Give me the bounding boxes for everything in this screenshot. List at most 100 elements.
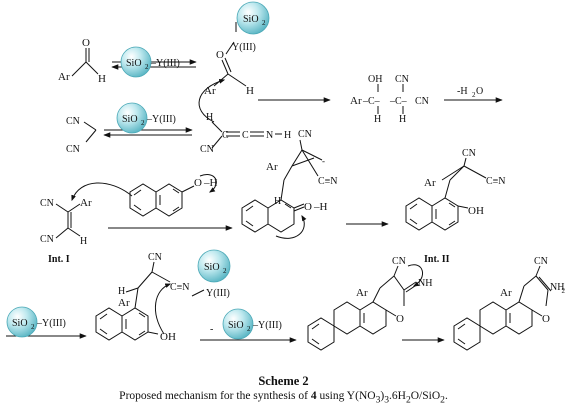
svg-text:2: 2 [472, 91, 476, 99]
svg-text:CN: CN [534, 256, 548, 267]
svg-text:–Y(III): –Y(III) [150, 58, 180, 69]
svg-text:CN: CN [395, 74, 409, 85]
curved-arrow-tautomer [275, 214, 307, 239]
silica-sphere-row3-mid: SiO 2 [197, 249, 231, 283]
svg-text:OH: OH [160, 331, 176, 343]
svg-text:CN: CN [298, 129, 312, 140]
svg-text:2: 2 [562, 287, 566, 295]
curved-arrow-attack [198, 79, 226, 123]
equilibrium-arrow-2 [103, 127, 193, 138]
svg-text:H: H [98, 73, 106, 85]
svg-text:O: O [82, 37, 90, 49]
svg-text:C≡N: C≡N [318, 176, 338, 187]
curved-arrow-naphthol [199, 174, 217, 193]
svg-text:OH: OH [468, 205, 484, 217]
svg-text:SiO: SiO [228, 320, 244, 331]
silica-sphere-top: SiO 2 [236, 1, 270, 35]
svg-text:CN: CN [392, 256, 406, 267]
svg-text:Ar: Ar [118, 297, 130, 309]
naphthol-structure [129, 183, 195, 217]
silica-sphere-row1: SiO 2 –Y(III) [120, 46, 180, 78]
svg-text:SiO: SiO [243, 14, 259, 25]
svg-text:O: O [216, 49, 224, 61]
svg-text:CN: CN [40, 234, 54, 245]
svg-text:–Y(III): –Y(III) [36, 318, 66, 329]
svg-text:H: H [118, 286, 125, 297]
curved-arrow-michael [71, 182, 133, 202]
svg-text:Ar: Ar [80, 197, 92, 209]
svg-text:2: 2 [223, 267, 227, 275]
int1-structure [55, 203, 81, 239]
svg-text:–Y(III): –Y(III) [146, 114, 176, 125]
ketenimine-structure [211, 121, 282, 149]
svg-text:C≡N: C≡N [170, 282, 190, 293]
svg-text:OH: OH [368, 74, 382, 85]
svg-text:SiO: SiO [204, 262, 220, 273]
svg-text:–C–: –C– [362, 96, 381, 107]
svg-text:H: H [246, 85, 254, 97]
svg-text:Ar: Ar [356, 287, 368, 299]
svg-text:CN: CN [40, 198, 54, 209]
svg-text:Ar: Ar [424, 177, 436, 189]
svg-text:-: - [210, 324, 213, 335]
svg-text:Ar: Ar [500, 287, 512, 299]
int2-structure [405, 157, 487, 231]
svg-text:–Y(III): –Y(III) [252, 320, 282, 331]
scheme-title: Scheme 2 [258, 374, 309, 388]
svg-text:H: H [399, 114, 406, 125]
svg-text:NH: NH [550, 282, 564, 293]
svg-text:O: O [304, 201, 312, 213]
svg-text:SiO: SiO [12, 318, 28, 329]
svg-text:–H: –H [313, 201, 328, 213]
svg-text:H: H [284, 130, 291, 141]
silica-sphere-row3-left: SiO 2 –Y(III) [6, 306, 66, 338]
imine-structure [307, 265, 419, 351]
svg-text:–C–: –C– [389, 96, 408, 107]
svg-text:2: 2 [31, 323, 35, 331]
svg-text:Ar: Ar [58, 71, 70, 83]
svg-text:H: H [374, 114, 381, 125]
svg-text:H: H [80, 236, 87, 247]
svg-text:H: H [274, 196, 281, 207]
svg-text:2: 2 [262, 19, 266, 27]
curved-arrow-proton [407, 264, 423, 287]
scheme-caption: Proposed mechanism for the synthesis of … [119, 390, 448, 406]
svg-text:Ar: Ar [266, 161, 278, 173]
silica-sphere-row3-release: SiO 2 –Y(III) [222, 308, 282, 340]
svg-text:C: C [222, 130, 229, 141]
svg-text:2: 2 [141, 119, 145, 127]
svg-text:CN: CN [66, 116, 80, 127]
svg-text:CN: CN [200, 144, 214, 155]
svg-text:–H: –H [203, 177, 218, 189]
svg-text:O: O [194, 177, 202, 189]
svg-text:Y(III): Y(III) [232, 42, 256, 53]
svg-text:CN: CN [66, 144, 80, 155]
silica-sphere-row1b: SiO 2 –Y(III) [116, 102, 176, 134]
product-structure [453, 265, 552, 351]
addition-product-structure [377, 84, 404, 114]
svg-text:N: N [266, 130, 273, 141]
curved-arrow-cyclization [154, 283, 172, 335]
svg-text:Ar: Ar [350, 95, 362, 107]
svg-text:SiO: SiO [126, 58, 142, 69]
svg-text:CN: CN [415, 96, 429, 107]
svg-text:CN: CN [148, 252, 162, 263]
svg-text:2: 2 [247, 325, 251, 333]
malononitrile-structure [83, 121, 97, 143]
svg-text:SiO: SiO [122, 114, 138, 125]
svg-text:Ar: Ar [204, 85, 216, 97]
svg-text:-: - [322, 156, 325, 166]
svg-text:O: O [396, 313, 404, 325]
reaction-scheme: SiO 2 SiO 2 –Y(III) SiO 2 –Y(III) SiO 2 … [6, 1, 566, 351]
activated-nitrile-structure [95, 261, 205, 341]
svg-text:NH: NH [418, 278, 432, 289]
svg-text:O: O [476, 86, 483, 97]
svg-text:-H: -H [457, 86, 468, 97]
aldehyde-structure [71, 48, 99, 77]
svg-text:H: H [206, 112, 213, 123]
svg-text:C≡N: C≡N [486, 176, 506, 187]
adduct-structure [241, 139, 323, 233]
svg-text:Int. II: Int. II [424, 254, 450, 265]
svg-text:O: O [542, 313, 550, 325]
svg-text:2: 2 [145, 63, 149, 71]
